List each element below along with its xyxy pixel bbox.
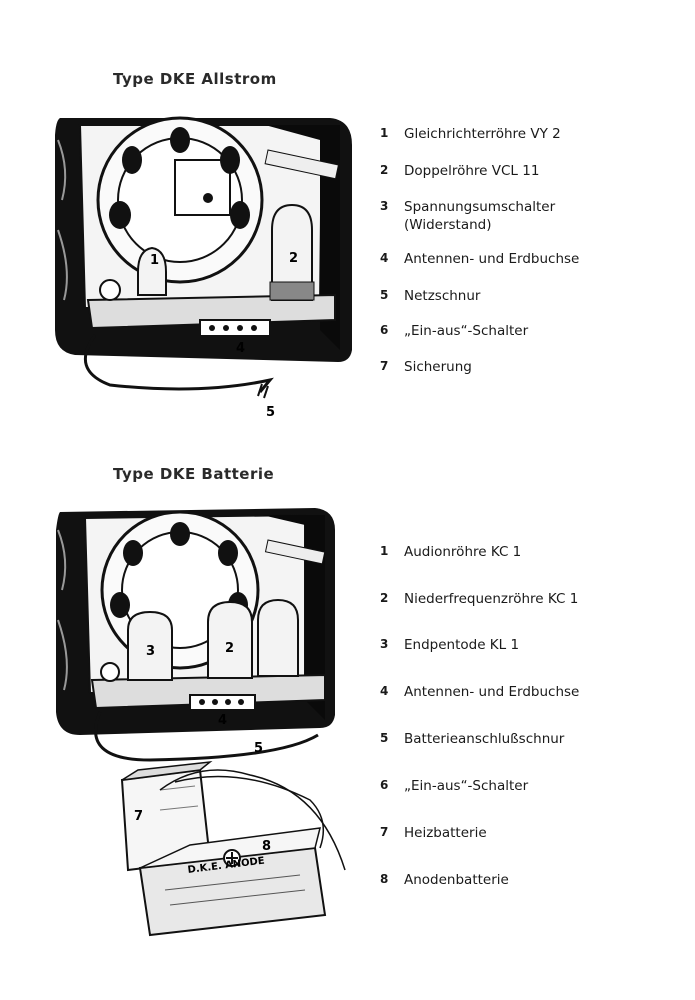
- legend-number: 6: [380, 778, 389, 792]
- batterie-callout-4: 4: [218, 713, 227, 728]
- legend-number: 1: [380, 544, 389, 558]
- legend-label: Batterieanschlußschnur: [404, 731, 565, 747]
- legend-item: 6 „Ein-aus“-Schalter: [380, 777, 680, 795]
- legend-label: Antennen- und Erdbuchse: [404, 684, 580, 700]
- legend-label: „Ein-aus“-Schalter: [404, 323, 529, 339]
- legend-label: Antennen- und Erdbuchse: [404, 251, 580, 267]
- legend-number: 2: [380, 591, 389, 605]
- legend-item: 6 „Ein-aus“-Schalter: [380, 322, 680, 340]
- legend-item: 3 Spannungsumschalter (Widerstand): [380, 198, 680, 234]
- legend-number: 4: [380, 251, 389, 265]
- legend-label: Sicherung: [404, 359, 472, 375]
- legend-label: Doppelröhre VCL 11: [404, 163, 540, 179]
- legend-label: Anodenbatterie: [404, 872, 509, 888]
- batterie-radio-drawing: [56, 508, 346, 937]
- batterie-callout-5: 5: [254, 741, 263, 756]
- section-title-batterie: Type DKE Batterie: [113, 465, 275, 483]
- batterie-callout-7: 7: [134, 809, 143, 824]
- legend-item: 7 Heizbatterie: [380, 824, 680, 842]
- legend-label: Endpentode KL 1: [404, 637, 520, 653]
- allstrom-callout-5: 5: [266, 405, 275, 420]
- legend-number: 6: [380, 323, 389, 337]
- legend-label: Spannungsumschalter: [404, 199, 556, 215]
- legend-label: Niederfrequenzröhre KC 1: [404, 591, 579, 607]
- section-title-allstrom: Type DKE Allstrom: [113, 70, 277, 88]
- legend-label: Netzschnur: [404, 288, 481, 304]
- legend-label: „Ein-aus“-Schalter: [404, 778, 529, 794]
- legend-number: 7: [380, 825, 389, 839]
- legend-label: Audionröhre KC 1: [404, 544, 522, 560]
- batterie-callout-8: 8: [262, 839, 271, 854]
- legend-number: 8: [380, 872, 389, 886]
- legend-item: 4 Antennen- und Erdbuchse: [380, 683, 680, 701]
- legend-number: 3: [380, 199, 389, 213]
- legend-item: 8 Anodenbatterie: [380, 871, 680, 889]
- batterie-callout-2: 2: [225, 641, 234, 656]
- legend-number: 7: [380, 359, 389, 373]
- legend-item: 5 Batterieanschlußschnur: [380, 730, 680, 748]
- legend-item: 2 Niederfrequenzröhre KC 1: [380, 590, 680, 608]
- legend-label: Heizbatterie: [404, 825, 487, 841]
- legend-number: 5: [380, 731, 389, 745]
- legend-number: 1: [380, 126, 389, 140]
- legend-item: 2 Doppelröhre VCL 11: [380, 162, 680, 180]
- legend-item: 7 Sicherung: [380, 358, 680, 376]
- legend-item: 1 Gleichrichterröhre VY 2: [380, 125, 680, 143]
- legend-label: Gleichrichterröhre VY 2: [404, 126, 561, 142]
- legend-item: 3 Endpentode KL 1: [380, 636, 680, 654]
- legend-item: 5 Netzschnur: [380, 287, 680, 305]
- legend-item: 1 Audionröhre KC 1: [380, 543, 680, 561]
- allstrom-callout-2: 2: [289, 251, 298, 266]
- allstrom-callout-4: 4: [236, 341, 245, 356]
- batterie-callout-3: 3: [146, 644, 155, 659]
- allstrom-radio-drawing: [55, 116, 352, 399]
- legend-number: 3: [380, 637, 389, 651]
- legend-number: 4: [380, 684, 389, 698]
- legend-label-line2: (Widerstand): [404, 217, 492, 233]
- allstrom-callout-1: 1: [150, 253, 159, 268]
- legend-item: 4 Antennen- und Erdbuchse: [380, 250, 680, 268]
- legend-number: 2: [380, 163, 389, 177]
- legend-number: 5: [380, 288, 389, 302]
